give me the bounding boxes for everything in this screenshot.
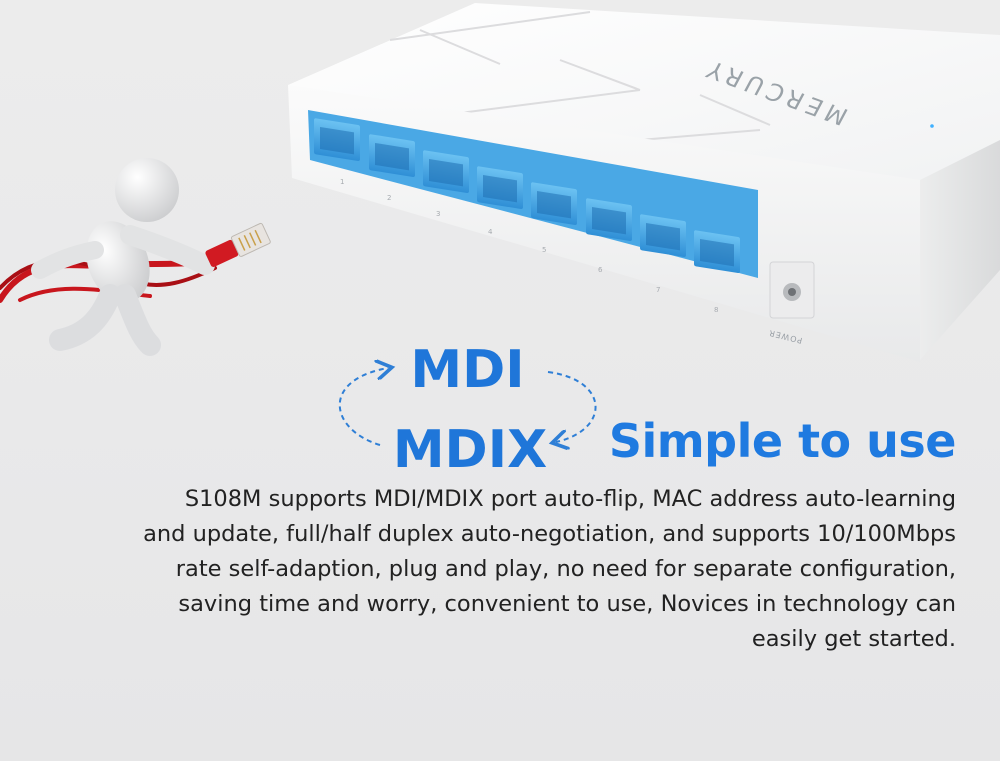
- port-number: 7: [656, 286, 661, 294]
- port-number: 5: [542, 246, 547, 254]
- ethernet-port: [369, 134, 415, 177]
- arrow-top: [338, 368, 388, 446]
- power-led: [930, 124, 934, 128]
- port-number: 6: [598, 266, 603, 274]
- arrow-bottom: [547, 371, 597, 442]
- ethernet-port: [477, 166, 523, 209]
- port-number: 4: [488, 228, 493, 236]
- ethernet-port: [586, 198, 632, 241]
- person-with-cable-illustration: [0, 158, 271, 356]
- mdi-label: MDI: [410, 340, 525, 400]
- ethernet-port: [314, 118, 360, 161]
- feature-headline: Simple to use: [608, 414, 957, 468]
- port-number: 2: [387, 194, 392, 202]
- port-number: 1: [340, 178, 345, 186]
- ethernet-port: [640, 214, 686, 257]
- ethernet-port: [423, 150, 469, 193]
- ethernet-port: [694, 230, 740, 273]
- switch-side: [920, 140, 1000, 360]
- network-switch: [288, 3, 1000, 362]
- ethernet-ports: [314, 118, 740, 273]
- feature-description: S108M supports MDI/MDIX port auto-flip, …: [143, 486, 956, 652]
- auto-flip-arrows: [338, 368, 597, 446]
- port-number: 3: [436, 210, 441, 218]
- mdix-label: MDIX: [392, 420, 548, 480]
- ethernet-port: [531, 182, 577, 225]
- port-number: 8: [714, 306, 719, 314]
